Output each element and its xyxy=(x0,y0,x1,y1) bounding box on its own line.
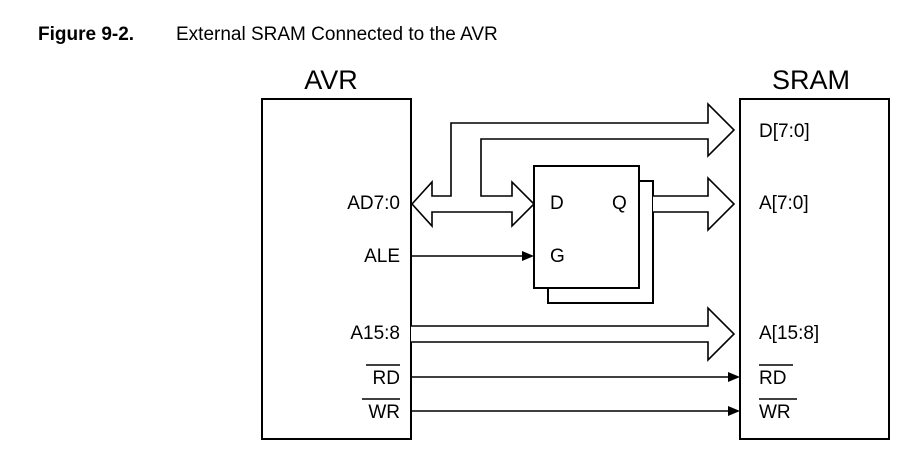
sram-pin-data: D[7:0] xyxy=(759,121,810,142)
ale-arrowhead xyxy=(522,251,534,261)
avr-pin-ale: ALE xyxy=(364,246,400,267)
avr-pin-a15-8: A15:8 xyxy=(350,323,400,344)
figure-title: External SRAM Connected to the AVR xyxy=(176,24,498,45)
latch-pin-q: Q xyxy=(612,193,627,214)
latch-front-box xyxy=(533,165,640,289)
figure-label: Figure 9-2. xyxy=(38,24,134,45)
latch-pin-d: D xyxy=(550,193,564,214)
avr-pin-wr: WR xyxy=(368,402,400,423)
sram-block xyxy=(739,98,890,440)
sram-pin-a15-8: A[15:8] xyxy=(759,323,819,344)
sram-pin-a7-0: A[7:0] xyxy=(759,193,809,214)
a15-8-address-bus xyxy=(411,306,736,362)
ad-data-bus xyxy=(410,102,736,229)
avr-pin-rd: RD xyxy=(373,368,400,389)
sram-pin-rd: RD xyxy=(759,368,786,389)
latch-pin-g: G xyxy=(550,246,565,267)
sram-pin-wr: WR xyxy=(759,402,791,423)
latch-q-address-bus xyxy=(653,176,736,232)
rd-arrowhead xyxy=(728,372,740,382)
wr-arrowhead xyxy=(728,406,740,416)
avr-title: AVR xyxy=(304,65,358,95)
avr-pin-ad: AD7:0 xyxy=(347,193,400,214)
avr-block xyxy=(261,98,412,440)
sram-title: SRAM xyxy=(772,65,850,95)
